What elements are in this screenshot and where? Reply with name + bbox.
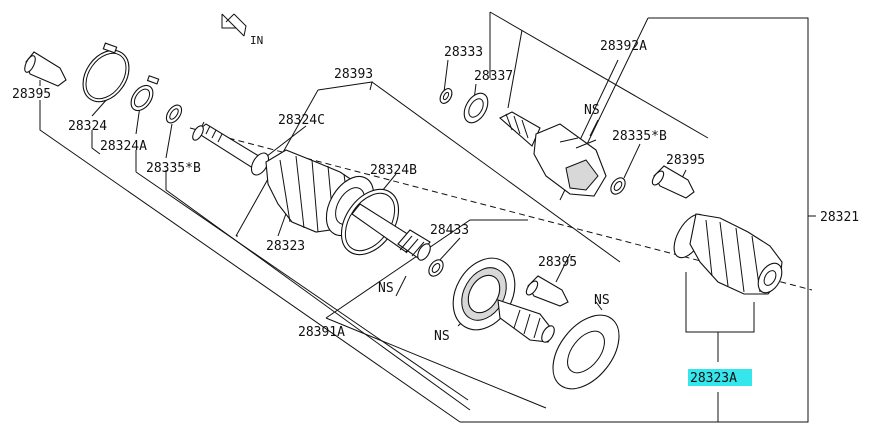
label-28333[interactable]: 28333 <box>444 45 483 60</box>
label-ns-4: NS <box>584 103 600 118</box>
snap-ring-middle[interactable] <box>426 257 446 279</box>
boot-plug-left[interactable] <box>23 51 67 87</box>
label-28395-middle[interactable]: 28395 <box>538 255 577 270</box>
label-28323[interactable]: 28323 <box>266 239 305 254</box>
label-28393[interactable]: 28393 <box>334 67 373 82</box>
leader-lines <box>39 11 816 423</box>
label-ns-2: NS <box>434 329 450 344</box>
label-28324[interactable]: 28324 <box>68 119 107 134</box>
inner-joint-housing[interactable] <box>533 123 607 197</box>
snap-ring-upper[interactable] <box>438 87 455 106</box>
stopper-ring[interactable] <box>459 89 492 127</box>
inner-joint-boot[interactable] <box>668 209 787 297</box>
boot-plug-middle[interactable] <box>524 275 569 307</box>
label-28324B[interactable]: 28324B <box>370 163 417 178</box>
label-28392A[interactable]: 28392A <box>600 39 647 54</box>
label-28323A[interactable]: 28323A <box>690 371 737 386</box>
label-28335B-right[interactable]: 28335*B <box>612 129 667 144</box>
highlight-box <box>688 369 752 386</box>
label-28324A[interactable]: 28324A <box>100 139 147 154</box>
boot-band-small[interactable] <box>127 75 160 115</box>
boot-plug-right[interactable] <box>650 165 695 199</box>
direction-arrow-icon <box>221 13 247 37</box>
label-28321[interactable]: 28321 <box>820 210 859 225</box>
outer-cv-joint[interactable] <box>441 247 557 344</box>
drive-shaft[interactable] <box>191 121 263 171</box>
label-28391A[interactable]: 28391A <box>298 325 345 340</box>
snap-ring-left[interactable] <box>163 102 184 125</box>
label-28337[interactable]: 28337 <box>474 69 513 84</box>
boot-band-large[interactable] <box>74 42 139 111</box>
label-ns-3: NS <box>594 293 610 308</box>
label-ns-1: NS <box>378 281 394 296</box>
spider-assembly[interactable] <box>499 111 541 147</box>
snap-ring-right[interactable] <box>608 175 628 197</box>
label-28433[interactable]: 28433 <box>430 223 469 238</box>
direction-label: IN <box>250 34 263 47</box>
label-28324C[interactable]: 28324C <box>278 113 325 128</box>
label-28335B-left[interactable]: 28335*B <box>146 161 201 176</box>
label-28395-left[interactable]: 28395 <box>12 87 51 102</box>
dust-seal-ring[interactable] <box>540 303 633 401</box>
intermediate-shaft[interactable] <box>351 203 433 262</box>
label-28395-right[interactable]: 28395 <box>666 153 705 168</box>
label-28323A-highlighted[interactable]: 28323A <box>688 369 752 386</box>
